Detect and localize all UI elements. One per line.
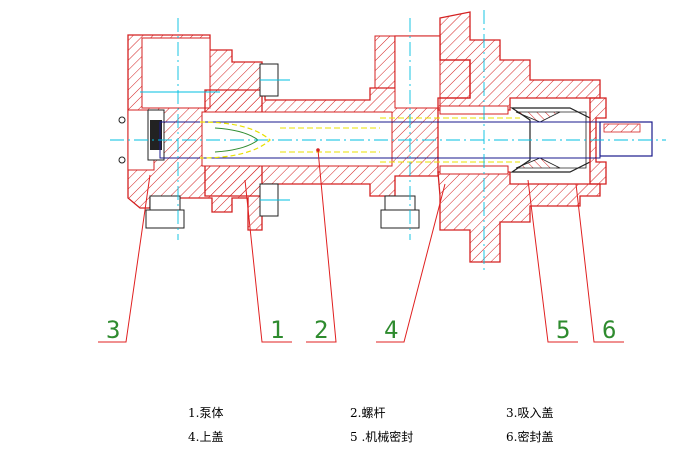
pump-body bbox=[201, 35, 471, 217]
legend-item-3: 3.吸入盖 bbox=[506, 406, 554, 420]
seal-cover bbox=[589, 97, 607, 185]
callout-labels: 3 1 2 4 5 6 bbox=[106, 316, 616, 344]
callout-4: 4 bbox=[384, 316, 398, 344]
legend-item-4: 4.上盖 bbox=[188, 430, 224, 444]
legend-item-6: 6.密封盖 bbox=[506, 430, 554, 444]
callout-6: 6 bbox=[602, 316, 616, 344]
callout-3: 3 bbox=[106, 316, 120, 344]
callout-2: 2 bbox=[314, 316, 328, 344]
center-lines bbox=[110, 10, 666, 270]
legend-item-5: 5 .机械密封 bbox=[350, 430, 414, 444]
bolts bbox=[118, 116, 420, 229]
callout-1: 1 bbox=[270, 316, 284, 344]
legend-item-2: 2.螺杆 bbox=[350, 406, 386, 420]
legend-item-1: 1.泵体 bbox=[188, 406, 224, 420]
leader-lines bbox=[98, 149, 624, 343]
upper-cover bbox=[437, 11, 601, 263]
callout-5: 5 bbox=[556, 316, 570, 344]
